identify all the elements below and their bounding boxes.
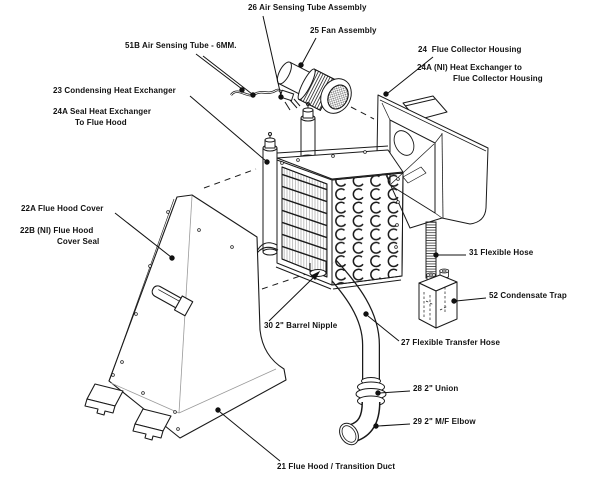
label-seal-hx-line2: To Flue Hood <box>75 118 127 127</box>
hood-rivets <box>111 210 234 431</box>
label-flue-hood-cover-seal-line2: Cover Seal <box>57 237 100 246</box>
label-condensate-trap: 52 Condensate Trap <box>489 291 567 300</box>
label-mf-elbow: 29 2" M/F Elbow <box>413 417 476 426</box>
label-flexible-transfer-hose: 27 Flexible Transfer Hose <box>401 338 500 347</box>
label-barrel-nipple: 30 2" Barrel Nipple <box>264 321 338 330</box>
label-seal-hx-line1: 24A Seal Heat Exchanger <box>53 107 152 116</box>
label-flue-collector-housing: 24 Flue Collector Housing <box>418 45 522 54</box>
hood-handle <box>151 285 194 317</box>
label-union: 28 2" Union <box>413 384 459 393</box>
elbow-drawing <box>339 401 381 446</box>
label-condensing-heat-exchanger: 23 Condensing Heat Exchanger <box>53 86 176 95</box>
label-air-sensing-tube-6mm: 51B Air Sensing Tube - 6MM. <box>125 41 237 50</box>
leader-lines <box>114 15 487 462</box>
hx-rivets <box>280 150 400 249</box>
assembly-dashed-lines <box>203 106 375 290</box>
left-standpipe <box>262 132 278 256</box>
heat-exchanger-drawing <box>253 102 404 290</box>
label-fan-assembly: 25 Fan Assembly <box>310 26 377 35</box>
label-hx-to-flue-collector-line2: Flue Collector Housing <box>453 74 543 83</box>
condensate-trap-drawing <box>418 268 458 329</box>
label-air-sensing-tube-assembly: 26 Air Sensing Tube Assembly <box>248 3 367 12</box>
hood-feet <box>84 383 172 441</box>
label-flue-hood-cover: 22A Flue Hood Cover <box>21 204 104 213</box>
air-sensing-tube-drawing <box>230 88 301 111</box>
tube-end-fitting <box>279 89 301 111</box>
label-flue-hood-cover-seal-line1: 22B (NI) Flue Hood <box>20 226 94 235</box>
label-flue-hood-transition-duct: 21 Flue Hood / Transition Duct <box>277 462 396 471</box>
flue-hood-drawing <box>84 194 287 441</box>
right-standpipe <box>299 102 317 162</box>
label-flexible-hose: 31 Flexible Hose <box>469 248 534 257</box>
flexible-hose-drawing <box>425 221 437 279</box>
fan-assembly-drawing <box>276 61 352 114</box>
label-hx-to-flue-collector-line1: 24A (NI) Heat Exchanger to <box>417 63 522 72</box>
